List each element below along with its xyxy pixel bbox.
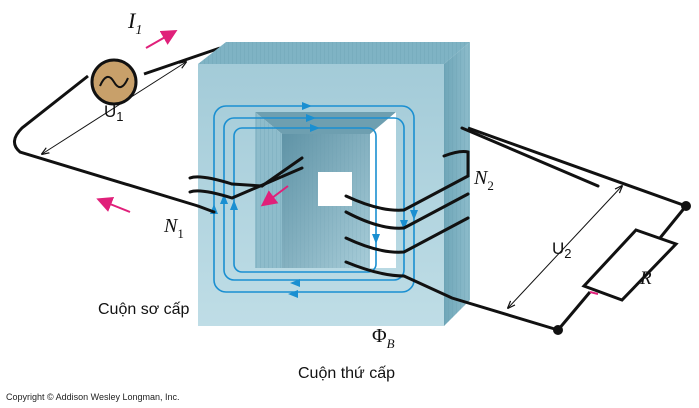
primary-coil-windings bbox=[188, 156, 304, 214]
secondary-wire-lower bbox=[403, 274, 559, 332]
flux-label: ΦB bbox=[372, 325, 395, 351]
primary-wire-lower bbox=[13, 74, 199, 208]
u2-label: U2 bbox=[552, 239, 572, 261]
u1-label: U1 bbox=[104, 102, 124, 124]
u2-dimension-line bbox=[508, 186, 622, 308]
terminal-lower bbox=[553, 325, 563, 335]
current-arrow-bottom bbox=[96, 197, 131, 213]
resistor-label: R bbox=[639, 268, 652, 289]
current-arrow-top bbox=[145, 30, 178, 49]
terminal-upper bbox=[681, 201, 691, 211]
secondary-coil-windings bbox=[344, 126, 600, 278]
core-front-face bbox=[198, 64, 444, 326]
secondary-wire-upper bbox=[467, 126, 687, 208]
u1-dimension-line bbox=[42, 62, 186, 154]
core-window-through bbox=[318, 172, 352, 206]
copyright-notice: Copyright © Addison Wesley Longman, Inc. bbox=[6, 392, 180, 402]
primary-coil-caption: Cuộn sơ cấp bbox=[98, 301, 190, 318]
current-label: I1 bbox=[127, 8, 142, 38]
secondary-coil-caption: Cuộn thứ cấp bbox=[298, 365, 395, 382]
ac-source bbox=[90, 58, 138, 106]
current-arrow-coil bbox=[260, 185, 289, 207]
n1-label: N1 bbox=[163, 215, 184, 241]
n2-label: N2 bbox=[473, 167, 494, 193]
resistor bbox=[581, 228, 679, 302]
